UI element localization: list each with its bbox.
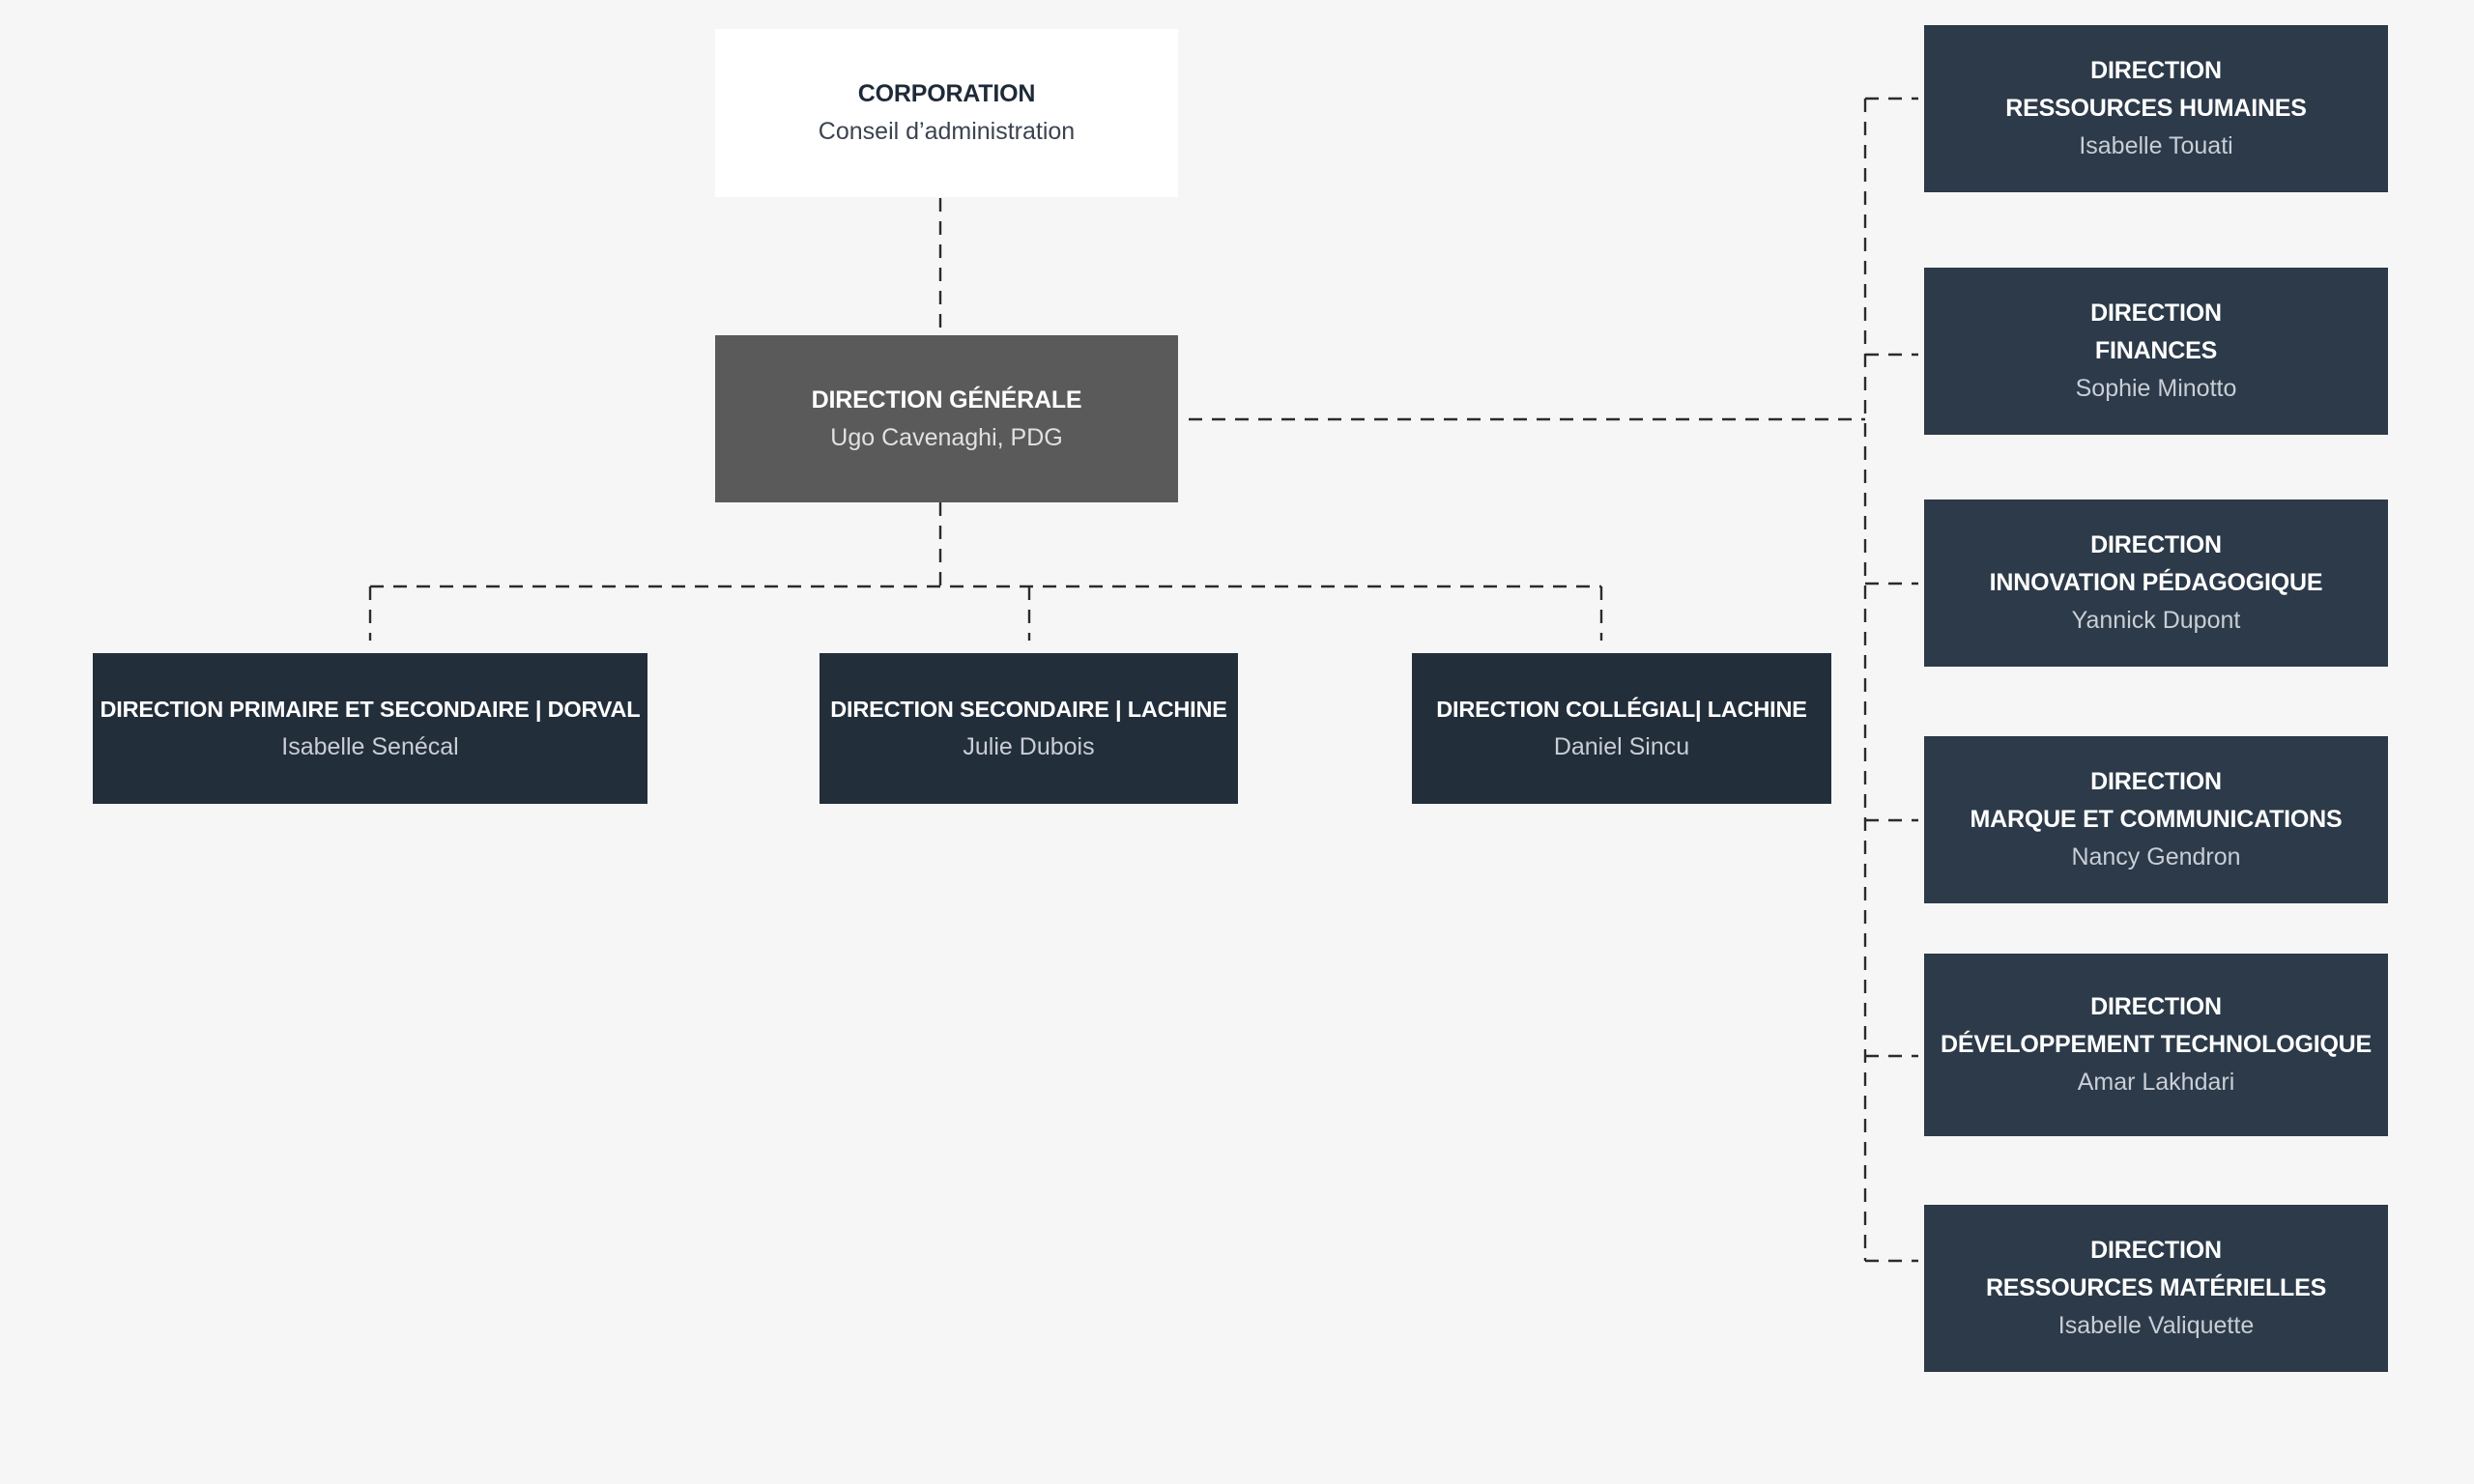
service-box-innovation-pedagogique: DIRECTION INNOVATION PÉDAGOGIQUE Yannick… xyxy=(1924,499,2388,667)
corporation-subtitle: Conseil d’administration xyxy=(818,118,1076,145)
school-title: DIRECTION COLLÉGIAL| LACHINE xyxy=(1436,697,1807,722)
service-line2: FINANCES xyxy=(2094,337,2218,364)
service-person: Nancy Gendron xyxy=(2071,843,2241,870)
service-line2: RESSOURCES MATÉRIELLES xyxy=(1985,1274,2327,1301)
corporation-box: CORPORATION Conseil d’administration xyxy=(715,29,1178,197)
service-line2: MARQUE ET COMMUNICATIONS xyxy=(1970,806,2343,833)
service-person: Isabelle Valiquette xyxy=(2057,1312,2255,1339)
service-box-ressources-humaines: DIRECTION RESSOURCES HUMAINES Isabelle T… xyxy=(1924,25,2388,192)
service-person: Isabelle Touati xyxy=(2079,132,2233,159)
service-line1: DIRECTION xyxy=(2090,993,2222,1020)
school-box-collegial-lachine: DIRECTION COLLÉGIAL| LACHINE Daniel Sinc… xyxy=(1412,653,1831,804)
school-person: Daniel Sincu xyxy=(1553,733,1690,760)
direction-generale-person: Ugo Cavenaghi, PDG xyxy=(830,423,1063,451)
service-line1: DIRECTION xyxy=(2090,531,2222,558)
service-line1: DIRECTION xyxy=(2090,1237,2222,1264)
school-box-secondaire-lachine: DIRECTION SECONDAIRE | LACHINE Julie Dub… xyxy=(820,653,1238,804)
direction-generale-title: DIRECTION GÉNÉRALE xyxy=(811,385,1082,414)
corporation-title: CORPORATION xyxy=(857,80,1036,107)
service-box-finances: DIRECTION FINANCES Sophie Minotto xyxy=(1924,268,2388,435)
school-person: Isabelle Senécal xyxy=(281,733,459,760)
service-person: Sophie Minotto xyxy=(2075,375,2237,402)
service-box-developpement-technologique: DIRECTION DÉVELOPPEMENT TECHNOLOGIQUE Am… xyxy=(1924,954,2388,1136)
school-box-dorval: DIRECTION PRIMAIRE ET SECONDAIRE | DORVA… xyxy=(93,653,647,804)
service-line1: DIRECTION xyxy=(2090,57,2222,84)
service-line2: DÉVELOPPEMENT TECHNOLOGIQUE xyxy=(1940,1031,2373,1058)
service-box-marque-communications: DIRECTION MARQUE ET COMMUNICATIONS Nancy… xyxy=(1924,736,2388,903)
service-box-ressources-materielles: DIRECTION RESSOURCES MATÉRIELLES Isabell… xyxy=(1924,1205,2388,1372)
school-title: DIRECTION SECONDAIRE | LACHINE xyxy=(830,697,1227,722)
service-person: Amar Lakhdari xyxy=(2077,1069,2235,1096)
direction-generale-box: DIRECTION GÉNÉRALE Ugo Cavenaghi, PDG xyxy=(715,335,1178,502)
service-line2: INNOVATION PÉDAGOGIQUE xyxy=(1989,569,2323,596)
school-title: DIRECTION PRIMAIRE ET SECONDAIRE | DORVA… xyxy=(100,697,641,722)
service-person: Yannick Dupont xyxy=(2071,607,2241,634)
service-line1: DIRECTION xyxy=(2090,300,2222,327)
service-line2: RESSOURCES HUMAINES xyxy=(2005,95,2307,122)
school-person: Julie Dubois xyxy=(963,733,1095,760)
service-line1: DIRECTION xyxy=(2090,768,2222,795)
